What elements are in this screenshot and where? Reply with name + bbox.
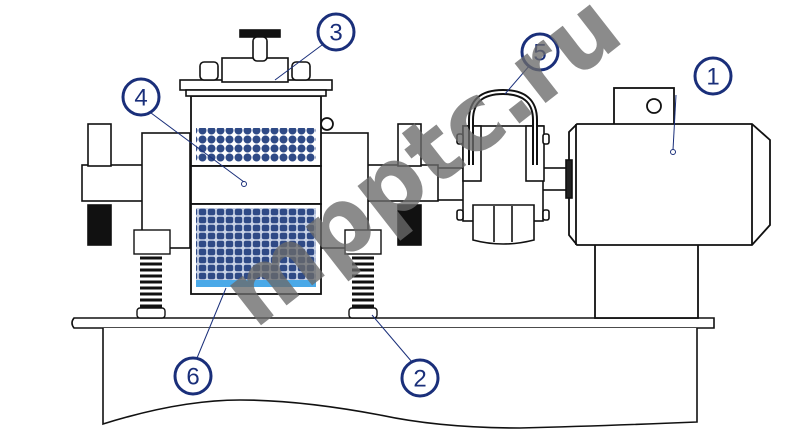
callout-6-label: 6	[186, 364, 199, 391]
callout-1: 1	[693, 56, 733, 96]
callout-5-label: 5	[533, 40, 546, 67]
spring-left	[136, 256, 166, 319]
grinding-chamber	[190, 95, 334, 295]
elastic-coupling	[429, 88, 550, 245]
callout-6: 6	[173, 356, 213, 396]
callout-4: 4	[121, 77, 161, 117]
callout-3-label: 3	[329, 20, 342, 47]
callout-2-label: 2	[413, 366, 426, 393]
clamping-lid	[179, 29, 333, 97]
callout-5: 5	[520, 32, 560, 72]
spring-right	[348, 256, 378, 319]
callout-1-label: 1	[706, 64, 719, 91]
callout-4-label: 4	[134, 85, 147, 112]
callout-3: 3	[316, 12, 356, 52]
counterweights	[87, 123, 422, 246]
leader-lines	[146, 44, 677, 363]
base-frame	[71, 317, 715, 429]
callout-2: 2	[400, 358, 440, 398]
spring-supports	[133, 229, 382, 319]
electric-motor	[568, 87, 771, 246]
